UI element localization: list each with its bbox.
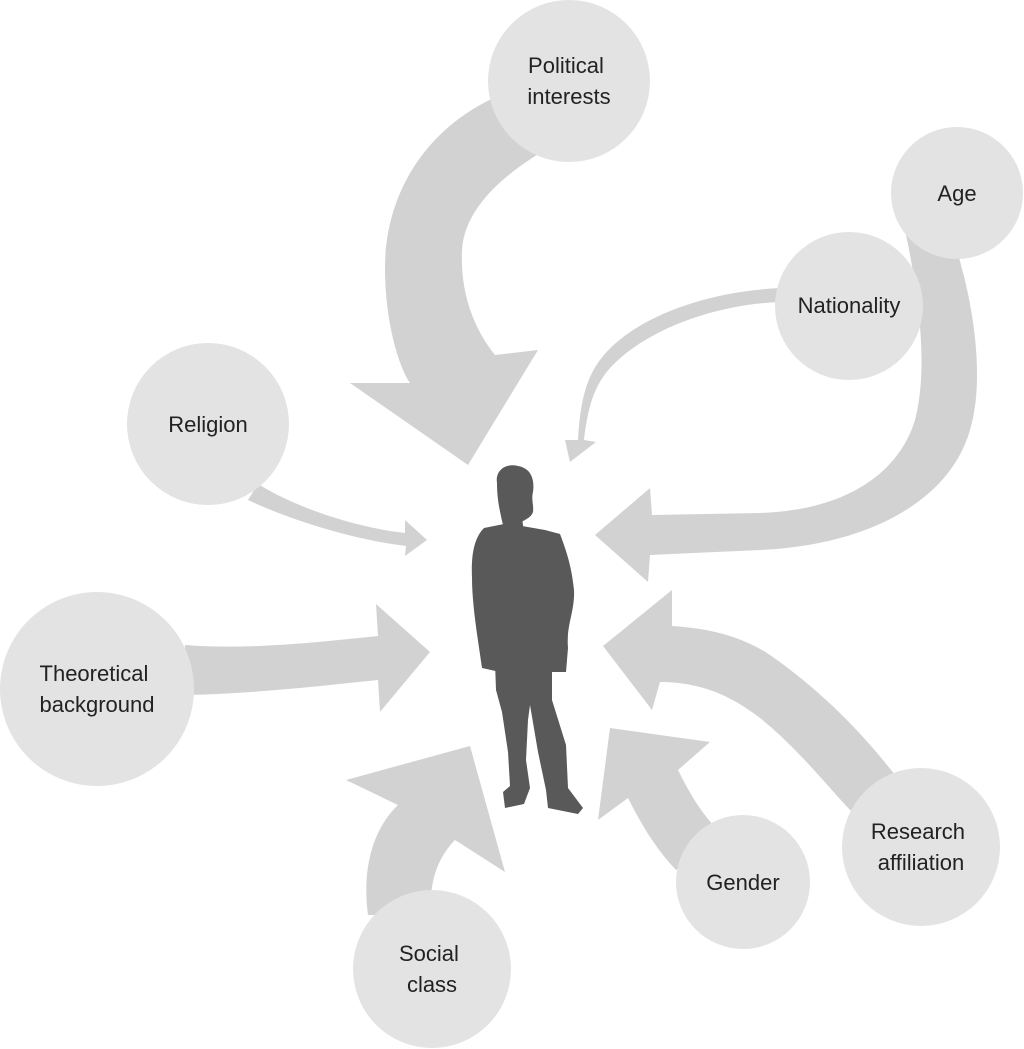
node-label-line: Research <box>871 819 965 844</box>
node-label-line: Political <box>528 53 604 78</box>
arrow-research-affiliation <box>603 590 895 815</box>
svg-text:Religion: Religion <box>168 412 248 437</box>
node-research-affiliation: Research affiliation <box>842 768 1000 926</box>
arrows <box>185 95 978 915</box>
svg-text:Political interests: Political interests <box>527 53 610 109</box>
arrow-social-class <box>346 746 505 915</box>
node-label-line: class <box>407 972 457 997</box>
arrow-theoretical-background <box>185 604 430 712</box>
arrow-religion <box>248 484 427 556</box>
arrow-political-interests <box>350 95 548 465</box>
node-label-line: Theoretical <box>40 661 149 686</box>
node-theoretical-background: Theoretical background <box>0 592 194 786</box>
node-label-line: Age <box>937 181 976 206</box>
node-label-line: affiliation <box>878 850 964 875</box>
arrow-gender <box>598 728 718 870</box>
node-label-line: interests <box>527 84 610 109</box>
node-religion: Religion <box>127 343 289 505</box>
svg-text:Nationality: Nationality <box>798 293 901 318</box>
node-nationality: Nationality <box>775 232 923 380</box>
node-social-class: Social class <box>353 890 511 1048</box>
node-label-line: Religion <box>168 412 248 437</box>
node-age: Age <box>891 127 1023 259</box>
arrow-age <box>595 230 978 582</box>
svg-text:Social class: Social class <box>399 941 465 997</box>
person-silhouette-icon <box>471 465 583 814</box>
node-label-line: Social <box>399 941 459 966</box>
svg-text:Gender: Gender <box>706 870 779 895</box>
node-label-line: Nationality <box>798 293 901 318</box>
arrow-nationality <box>565 288 780 462</box>
svg-text:Research affiliation: Research affiliation <box>871 819 971 875</box>
node-label-line: background <box>40 692 155 717</box>
node-label-line: Gender <box>706 870 779 895</box>
node-political-interests: Political interests <box>488 0 650 162</box>
node-gender: Gender <box>676 815 810 949</box>
svg-text:Age: Age <box>937 181 976 206</box>
svg-text:Theoretical background: Theoretical background <box>40 661 155 717</box>
